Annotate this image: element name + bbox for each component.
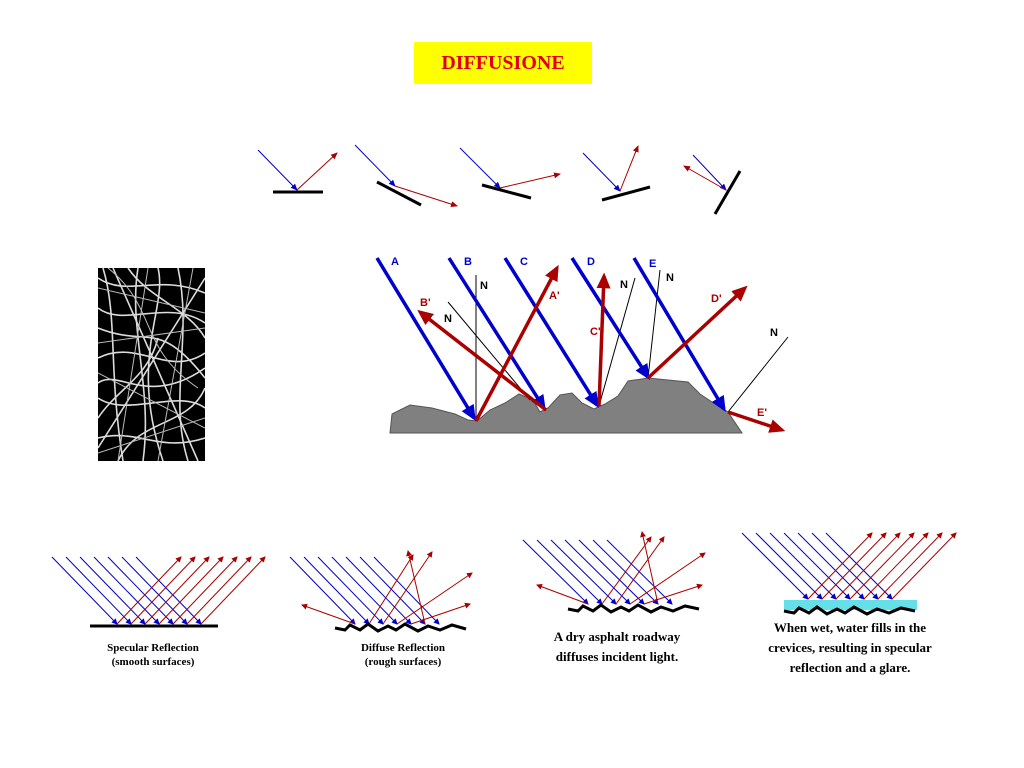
- normal-label-4: N: [666, 272, 674, 284]
- caption-wet-line-3: reflection and a glare.: [789, 660, 911, 675]
- normal-label-3: N: [620, 279, 628, 291]
- ray-label-b-prime: B': [420, 297, 431, 309]
- caption-specular-line-1: Specular Reflection: [107, 642, 199, 654]
- diffuse-reflection-diagram: [289, 550, 473, 633]
- mirror-diagram-1: [257, 149, 338, 194]
- caption-specular: Specular Reflection (smooth surfaces): [68, 641, 238, 669]
- caption-diffuse: Diffuse Reflection (rough surfaces): [318, 641, 488, 669]
- caption-wet-asphalt: When wet, water fills in the crevices, r…: [735, 618, 965, 678]
- wet-asphalt-diagram: [741, 532, 957, 616]
- normal-label-1: N: [480, 280, 488, 292]
- caption-dry-asphalt: A dry asphalt roadway diffuses incident …: [522, 627, 712, 667]
- caption-wet-line-1: When wet, water fills in the: [773, 620, 927, 635]
- caption-wet-line-2: crevices, resulting in specular: [768, 640, 932, 655]
- ray-label-b: B: [464, 256, 472, 268]
- ray-label-e: E: [649, 258, 656, 270]
- caption-dry-line-2: diffuses incident light.: [555, 649, 679, 664]
- mirror-diagram-2: [354, 144, 458, 208]
- caption-specular-line-2: (smooth surfaces): [111, 656, 195, 668]
- normal-label-5: N: [770, 327, 778, 339]
- ray-label-a-prime: A': [549, 290, 560, 302]
- caption-diffuse-line-1: Diffuse Reflection: [360, 642, 445, 654]
- ray-label-d-prime: D': [711, 293, 722, 305]
- caption-diffuse-line-2: (rough surfaces): [364, 656, 442, 668]
- rough-surface-shape: [389, 377, 743, 434]
- rough-surface-diagram: A B C D E A' B' C' D' E' N N N N N: [375, 256, 789, 434]
- ray-label-e-prime: E': [757, 407, 767, 419]
- ray-label-d: D: [587, 256, 595, 268]
- ray-label-c: C: [520, 256, 528, 268]
- ray-label-a: A: [391, 256, 399, 268]
- mirror-diagram-5: [683, 154, 742, 215]
- normal-label-2: N: [444, 313, 452, 325]
- water-layer: [784, 600, 917, 610]
- page-title: DIFFUSIONE: [414, 42, 592, 84]
- caption-dry-line-1: A dry asphalt roadway: [553, 629, 681, 644]
- fiber-texture-image: [98, 268, 205, 461]
- dry-asphalt-diagram: [522, 531, 706, 614]
- specular-reflection-diagram: [51, 556, 266, 628]
- ray-label-c-prime: C': [590, 326, 601, 338]
- mirror-diagram-4: [582, 145, 651, 202]
- mirror-diagram-3: [459, 147, 561, 200]
